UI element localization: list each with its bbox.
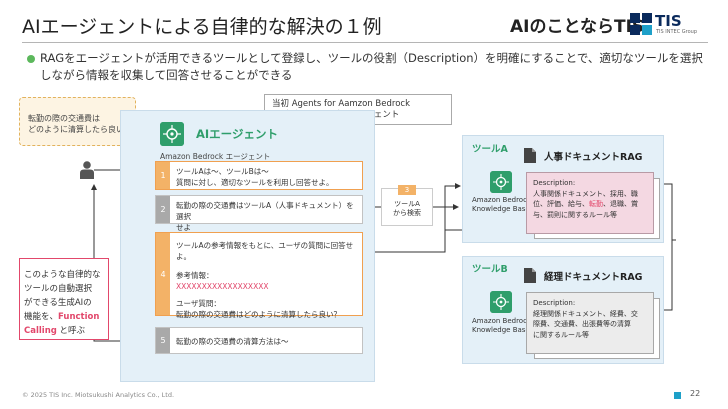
agent-step-5: 5 転勤の際の交通費の清算方法は～ [155,327,363,354]
agent-subtitle: Amazon Bedrock エージェント [160,152,271,161]
bullet-icon [27,55,35,63]
knowledge-base-icon [490,291,512,313]
user-question-bubble [19,97,136,146]
function-calling-note [19,258,109,340]
knowledge-base-icon [490,171,512,193]
tool-a-description: Description: 人事関係ドキュメント、採用、職 位、評価、給与、転勤、… [526,172,654,234]
tool-a-label: ツールA [472,144,508,155]
document-icon [524,148,536,163]
copyright: © 2025 TIS Inc. Miotsukushi Analytics Co… [22,391,175,399]
function-calling-text: このような自律的な ツールの自動選択 ができる生成AIの 機能を、Functio… [24,270,101,336]
tool-b-label: ツールB [472,264,508,275]
bullet-text: RAGをエージェントが活用できるツールとして登録し、ツールの役割（Descrip… [40,51,703,82]
step-number: 4 [156,233,170,315]
bedrock-agent-icon [160,122,184,146]
logo-text: TIS [655,12,682,30]
agent-step-2: 2 転勤の際の交通費はツールA（人事ドキュメント）を選択 せよ [155,195,363,232]
tool-b-description: Description: 経理関係ドキュメント、経費、交 際費、交通費、出張費等… [526,292,654,354]
agent-step-1: 1 ツールAは～、ツールBは～ 質問に対し、適切なツールを利用し回答せよ。 [155,161,363,190]
step-number: 5 [156,328,170,353]
tool-b-rag-title: 経理ドキュメントRAG [544,272,643,283]
user-person-icon [80,161,94,179]
tis-logo-icon [630,13,652,35]
step-number: 1 [156,162,170,189]
title-divider [22,42,708,43]
reference-info: XXXXXXXXXXXXXXXXXX [176,282,269,291]
page-number: 22 [690,389,701,398]
tool-b-kb: Amazon Bedrock Knowledge Base [472,317,531,334]
footer-accent-icon [674,392,681,399]
tool-a-rag-title: 人事ドキュメントRAG [544,152,643,163]
slide-title: AIエージェントによる自律的な解決の１例 [22,16,382,38]
search-step-text: ツールA から検索 [393,200,421,217]
search-step-number: 3 [398,185,416,195]
agent-step-4: 4 ツールAの参考情報をもとに、ユーザの質問に回答せよ。 参考情報： XXXXX… [155,232,363,319]
agent-title: AIエージェント [196,127,278,141]
step-text: 転勤の際の交通費の清算方法は～ [176,337,289,346]
step-text: ツールAは～、ツールBは～ 質問に対し、適切なツールを利用し回答せよ。 [176,167,334,187]
brand-tagline: AIのことならTIS [510,17,645,37]
step-text: ツールAの参考情報をもとに、ユーザの質問に回答せよ。 参考情報： XXXXXXX… [176,240,356,320]
user-question: 転勤の際の交通費は どのように清算したら良い？ [28,114,132,134]
step-number: 2 [156,196,170,223]
step-text: 転勤の際の交通費はツールA（人事ドキュメント）を選択 せよ [176,201,354,232]
tool-a-kb: Amazon Bedrock Knowledge Base [472,196,531,213]
logo-subtext: TIS INTEC Group [656,29,698,35]
document-icon [524,268,536,283]
